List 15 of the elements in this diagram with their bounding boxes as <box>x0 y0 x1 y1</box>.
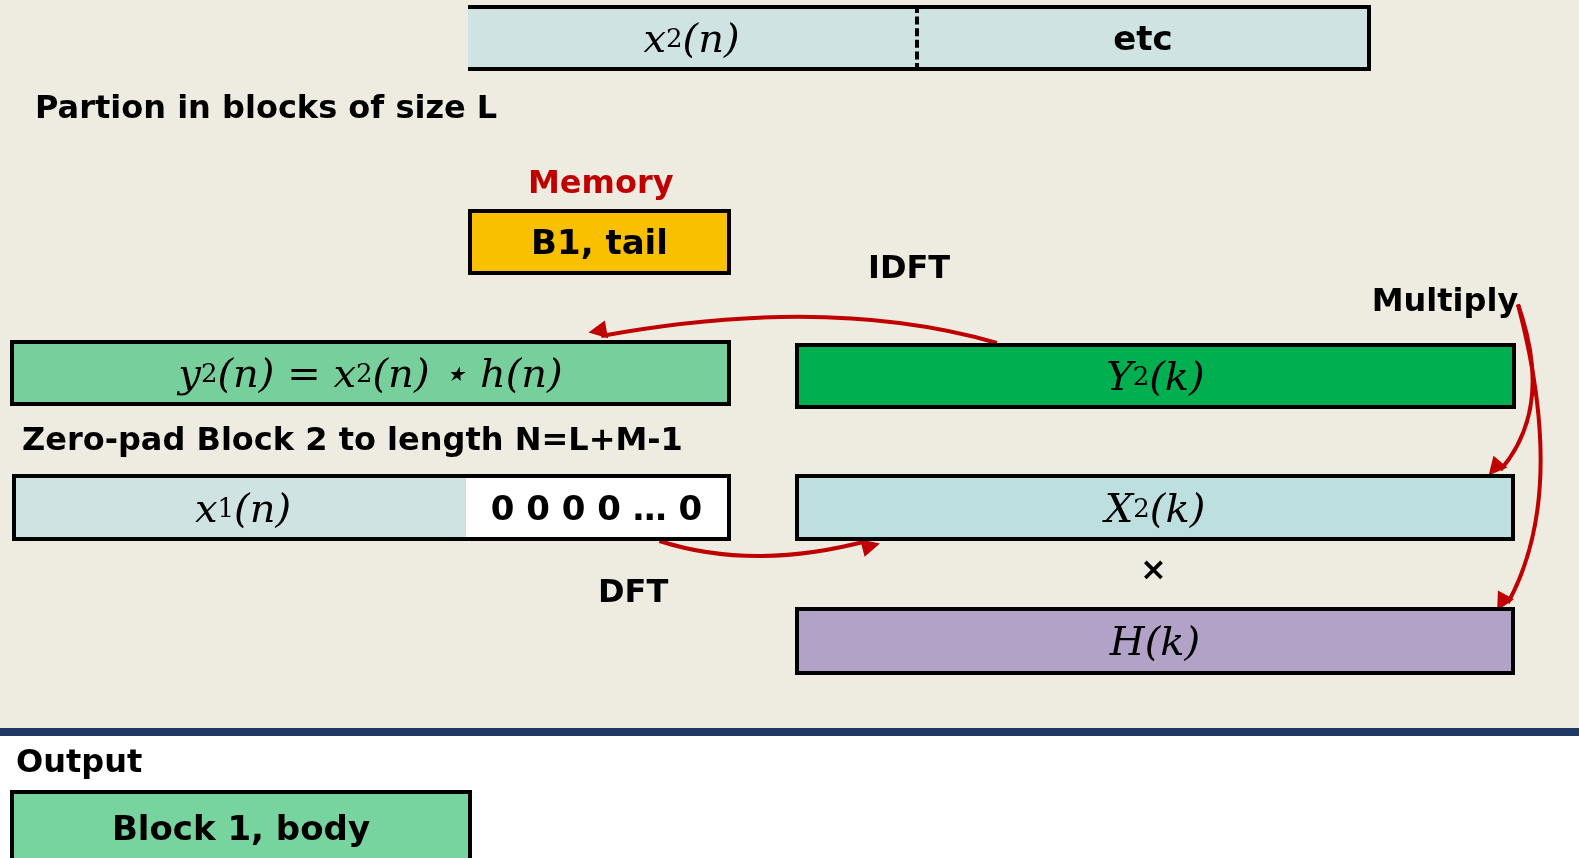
output-block: Block 1, body <box>10 790 472 858</box>
memory-heading: Memory <box>528 163 674 201</box>
spectrum-block: H(k) <box>795 607 1515 675</box>
output-heading: Output <box>16 742 143 780</box>
multiply-sign: × <box>1140 550 1167 588</box>
zero-padding-block: 0 0 0 0 … 0 <box>466 474 731 541</box>
caption-text: Zero-pad Block 2 to length N=L+M-1 <box>22 420 683 458</box>
signal-block: etc <box>915 5 1371 71</box>
arrow <box>658 539 880 558</box>
edge-label: IDFT <box>868 248 951 286</box>
operation-label: Multiply <box>1372 280 1518 321</box>
edge-label: DFT <box>598 572 669 610</box>
memory-block: B1, tail <box>468 209 731 275</box>
arrow <box>588 315 998 345</box>
caption-text: Partion in blocks of size L <box>35 88 498 126</box>
